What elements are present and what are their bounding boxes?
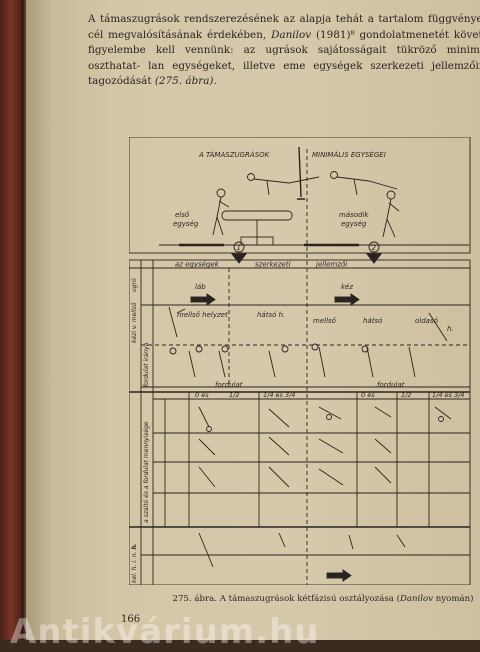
marker-2-triangle <box>366 253 382 264</box>
fordulat-left: fordulat <box>215 381 243 389</box>
col-right-2: 1/2 <box>401 391 411 399</box>
label-melso: mellső <box>313 316 337 325</box>
body-end: . <box>213 75 217 88</box>
side-label-fordulat: fordulat iránya <box>143 342 150 387</box>
col-left-3: 1/4 és 3/4 <box>263 391 295 399</box>
marker-1-circle <box>233 241 245 253</box>
col-left-2: 1/2 <box>229 391 239 399</box>
figure-caption: 275. ábra. A támaszugrások kétfázisú osz… <box>163 594 480 604</box>
label-h: h. <box>447 325 454 333</box>
marker-2-label: 2 <box>372 244 377 252</box>
col-right-3: 1/4 és 3/4 <box>432 391 464 399</box>
label-melso-helyzet: mellső helyzet <box>177 310 228 319</box>
body-line-2b: (1981)⁸ gondolatmenetét követve, <box>315 28 480 41</box>
body-line-2a: E cél megvalósításának érdekében, <box>88 28 267 41</box>
marker-2-circle <box>368 241 380 253</box>
body-line-1: A támaszugrások rendszerezésének az alap… <box>88 13 480 25</box>
arrow-bottom-icon <box>326 572 344 579</box>
caption-source: Danilov <box>399 594 434 604</box>
structure-header-3: jellemzői <box>315 260 347 269</box>
caption-number: 275. <box>172 594 192 604</box>
label-kez: kéz <box>341 283 353 291</box>
top-panel-frame <box>129 137 471 254</box>
figure-title-left: A TÁMASZUGRÁSOK <box>198 150 271 159</box>
marker-1-triangle <box>231 253 247 264</box>
body-line-4: lan egységeket, illetve eme egységek sze… <box>88 59 480 88</box>
label-lab: láb <box>195 283 206 291</box>
structure-header-1: az egységek <box>175 261 220 269</box>
first-unit-label-1: első <box>175 210 190 219</box>
page-number: 166 <box>121 614 141 625</box>
author-name: Danilov <box>271 28 312 41</box>
gymnast-silhouettes <box>212 146 400 238</box>
figure-ref-a: (275. <box>154 75 183 88</box>
side-label-kezi: kézi v. mellső <box>131 302 138 343</box>
figure-drawing: A TÁMASZUGRÁSOK MINIMÁLIS EGYSÉGEI első … <box>129 137 471 585</box>
label-hatso: hátsó <box>363 317 383 325</box>
caption-source-after: nyomán) <box>435 594 474 604</box>
figure-ref-b: ábra) <box>185 75 214 88</box>
second-unit-label-1: második <box>339 211 369 219</box>
side-label-szalto: a szaltó és a fordulat mennyisége <box>143 421 150 523</box>
marker-1-label: 1 <box>237 244 241 252</box>
structure-table-frame <box>129 259 471 585</box>
classification-figure: A TÁMASZUGRÁSOK MINIMÁLIS EGYSÉGEI első … <box>129 137 471 585</box>
side-label-kel: kel. h. i. n. h. <box>131 544 138 583</box>
arrow-left-icon <box>190 296 208 303</box>
structure-header-2: szerkezeti <box>255 261 291 269</box>
spine-edge <box>22 0 26 640</box>
figure-title-right: MINIMÁLIS EGYSÉGEI <box>312 150 386 159</box>
label-hatso-h: hátsó h. <box>257 311 285 319</box>
fordulat-right: fordulat <box>377 381 405 389</box>
first-unit-label-2: egység <box>173 220 199 228</box>
book-spine <box>0 0 26 640</box>
book-page: A támaszugrások rendszerezésének az alap… <box>26 0 480 640</box>
caption-text: A támaszugrások kétfázisú osztályozása ( <box>219 594 400 604</box>
vault-apparatus-icon <box>221 210 293 221</box>
col-right-1: 0 és <box>361 391 375 399</box>
second-unit-label-2: egység <box>341 220 367 228</box>
side-label-ugro: ugró <box>131 278 138 292</box>
body-line-3: figyelembe kell vennünk: az ugrások sajá… <box>88 44 480 72</box>
col-left-1: 0 és <box>195 391 209 399</box>
movement-figures <box>168 306 452 568</box>
side-label-h: h. <box>131 543 138 549</box>
arrow-right-icon <box>334 296 352 303</box>
caption-label: ábra. <box>194 594 217 604</box>
watermark-text: Antikvárium.hu <box>10 612 320 652</box>
body-paragraph: A támaszugrások rendszerezésének az alap… <box>88 12 480 90</box>
label-oldaso: oldasó <box>415 317 439 325</box>
